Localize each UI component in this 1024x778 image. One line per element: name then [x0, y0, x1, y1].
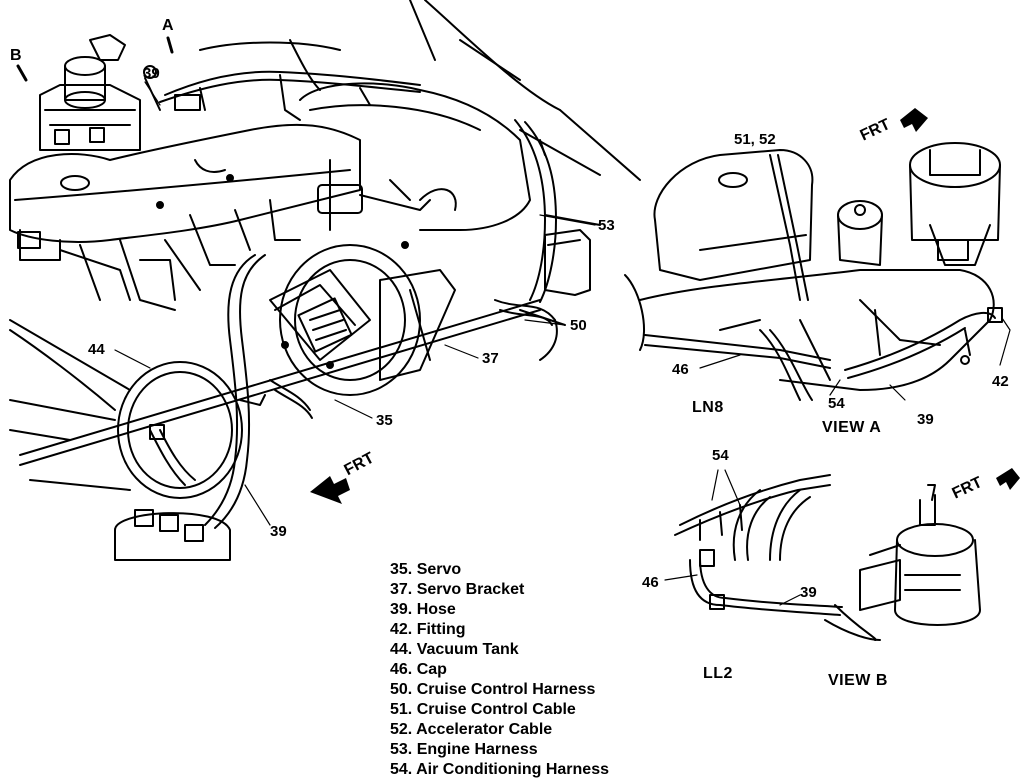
frt-arrow-shapes [310, 108, 1020, 504]
parts-legend: 35. Servo 37. Servo Bracket 39. Hose 42.… [390, 560, 609, 778]
callout-51-52: 51, 52 [734, 131, 776, 148]
legend-item: 37. Servo Bracket [390, 581, 525, 598]
view-b-illustration [665, 470, 980, 640]
callout-39-view-b: 39 [800, 584, 817, 601]
callout-39-bottom: 39 [270, 523, 287, 540]
callout-53: 53 [598, 217, 615, 234]
view-a-illustration [625, 143, 1010, 400]
view-label-ll2: LL2 [703, 665, 733, 682]
vacuum-tank [118, 362, 242, 498]
callout-50: 50 [570, 317, 587, 334]
main-engine-view [10, 0, 640, 560]
legend-item: 46. Cap [390, 661, 447, 678]
callout-44: 44 [88, 341, 105, 358]
legend-item: 52. Accelerator Cable [390, 721, 553, 738]
view-label-ln8: LN8 [692, 399, 724, 416]
legend-item: 44. Vacuum Tank [390, 641, 519, 658]
callout-46-view-a: 46 [672, 361, 689, 378]
hose-39-main [205, 255, 255, 525]
view-label-view-b: VIEW B [828, 672, 888, 689]
legend-item: 53. Engine Harness [390, 741, 538, 758]
legend-item: 39. Hose [390, 601, 456, 618]
callout-54-view-b: 54 [712, 447, 729, 464]
callout-54-view-a: 54 [828, 395, 845, 412]
callout-a: A [162, 17, 174, 34]
legend-item: 54. Air Conditioning Harness [390, 761, 609, 778]
legend-item: 42. Fitting [390, 621, 466, 638]
legend-item: 35. Servo [390, 561, 462, 578]
throttle-body [40, 35, 160, 150]
callout-39-top: 39 [143, 65, 160, 82]
legend-item: 51. Cruise Control Cable [390, 701, 576, 718]
master-cylinder [115, 510, 230, 560]
callout-42: 42 [992, 373, 1009, 390]
air-duct [300, 83, 530, 230]
view-label-view-a: VIEW A [822, 419, 882, 436]
engine-harness-53 [515, 120, 545, 300]
relay-box [545, 230, 590, 295]
callout-46-view-b: 46 [642, 574, 659, 591]
callout-35: 35 [376, 412, 393, 429]
intake-plenum [10, 125, 360, 310]
callout-37: 37 [482, 350, 499, 367]
legend-item: 50. Cruise Control Harness [390, 681, 596, 698]
callout-b: B [10, 47, 22, 64]
callout-39-view-a: 39 [917, 411, 934, 428]
